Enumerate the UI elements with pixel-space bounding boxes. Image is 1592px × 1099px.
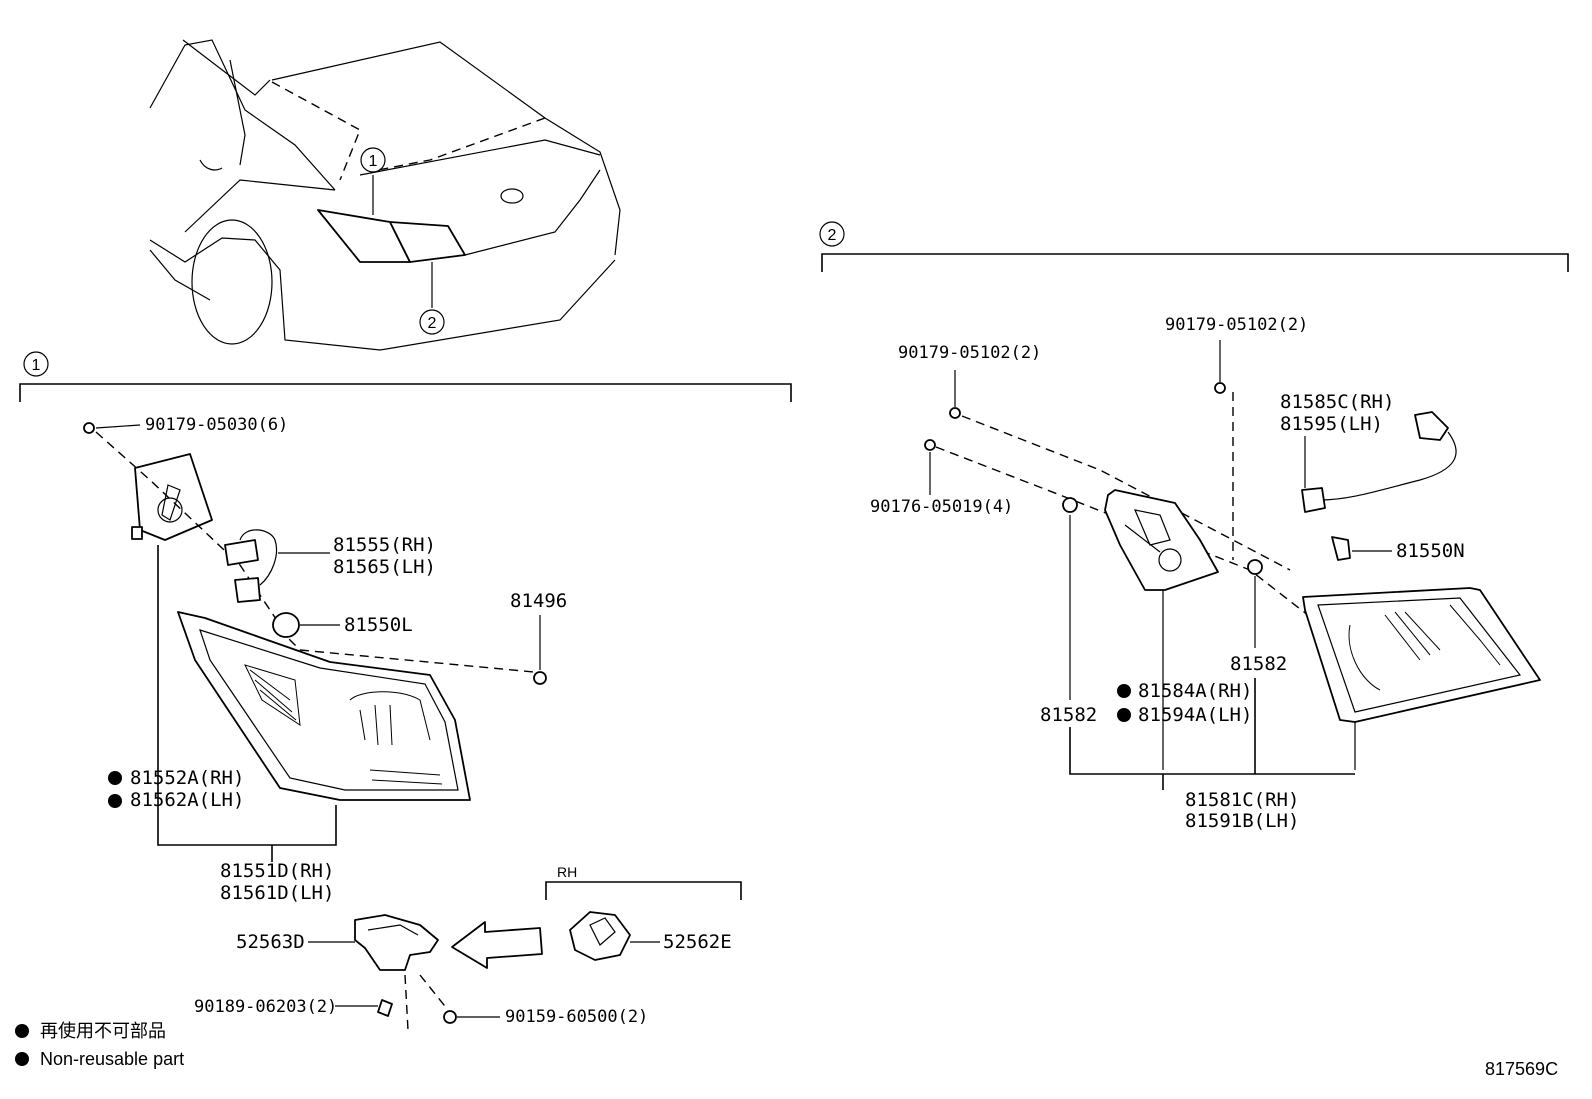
- nonreusable-marker-81584a: [1117, 684, 1131, 722]
- callout-2-top: 2: [419, 309, 445, 335]
- label-81581c: 81581C(RH): [1185, 789, 1299, 811]
- car-overview-illustration: [149, 39, 621, 351]
- nonreusable-marker-81552a: [108, 771, 122, 808]
- label-81565: 81565(LH): [333, 556, 436, 578]
- label-81582-right: 81582: [1230, 653, 1287, 675]
- callout-1-top: 1: [360, 147, 386, 173]
- bolt-90189-06203: [335, 999, 393, 1017]
- clip-81496: [533, 615, 547, 685]
- label-90176-05019: 90176-05019(4): [870, 497, 1013, 517]
- nut-90179-05102-left: [949, 370, 961, 419]
- screw-90176-05019: [924, 439, 936, 495]
- section-2-header: 2: [819, 221, 1569, 272]
- legend-nonreusable: 再使用不可部品 Non-reusable part: [15, 1021, 184, 1069]
- label-81551d: 81551D(RH): [220, 860, 334, 882]
- svg-text:Non-reusable part: Non-reusable part: [40, 1049, 184, 1069]
- label-81552a: 81552A(RH): [130, 767, 244, 789]
- assembly-bracket-81581c: [1069, 727, 1355, 775]
- socket-81585c: [1301, 411, 1457, 513]
- direction-arrow: [451, 921, 543, 969]
- svg-text:2: 2: [828, 227, 837, 244]
- label-52562e: 52562E: [663, 931, 732, 953]
- bulb-81550n: [1331, 536, 1392, 561]
- label-81562a: 81562A(LH): [130, 789, 244, 811]
- label-52563d: 52563D: [236, 931, 305, 953]
- label-81594a: 81594A(LH): [1138, 704, 1252, 726]
- assembly-bracket-81551d: [157, 545, 337, 846]
- label-81591b: 81591B(LH): [1185, 810, 1299, 832]
- svg-text:1: 1: [369, 153, 378, 170]
- label-81550n: 81550N: [1396, 540, 1465, 562]
- lamp-mounting-plate: [131, 453, 213, 541]
- label-81585c: 81585C(RH): [1280, 391, 1394, 413]
- label-81496: 81496: [510, 590, 567, 612]
- label-90179-05030: 90179-05030(6): [145, 415, 288, 435]
- bracket-52562e: [569, 911, 660, 961]
- section-1-header: 1: [19, 351, 792, 402]
- label-81561d: 81561D(LH): [220, 882, 334, 904]
- label-90189-06203: 90189-06203(2): [194, 997, 337, 1017]
- label-81550l: 81550L: [344, 614, 413, 636]
- svg-text:RH: RH: [557, 864, 577, 880]
- label-81582-left: 81582: [1040, 704, 1097, 726]
- label-90179-05102-left: 90179-05102(2): [898, 343, 1041, 363]
- socket-81555: [224, 529, 330, 603]
- svg-text:再使用不可部品: 再使用不可部品: [40, 1021, 166, 1041]
- rear-lamp-lens-inner: [1302, 587, 1541, 770]
- figure-code: 817569C: [1485, 1059, 1558, 1079]
- svg-text:1: 1: [32, 357, 41, 374]
- rear-lamp-lens-outer: [177, 611, 471, 801]
- gasket-81582-right: [1247, 559, 1263, 648]
- rh-group-bracket: RH: [545, 864, 742, 900]
- bulb-81550l: [272, 612, 340, 638]
- nut-90179-05030: [83, 422, 141, 434]
- gasket-81582-left: [1062, 497, 1078, 700]
- label-90179-05102-top: 90179-05102(2): [1165, 315, 1308, 335]
- label-81584a: 81584A(RH): [1138, 680, 1252, 702]
- label-81555: 81555(RH): [333, 534, 436, 556]
- bracket-52563d: [308, 914, 439, 971]
- nut-90179-05102-top: [1214, 340, 1226, 394]
- inner-lamp-housing: [1104, 489, 1219, 770]
- label-90159-60500: 90159-60500(2): [505, 1007, 648, 1027]
- label-81595: 81595(LH): [1280, 413, 1383, 435]
- svg-text:2: 2: [428, 315, 437, 332]
- screw-90159-60500: [419, 974, 500, 1024]
